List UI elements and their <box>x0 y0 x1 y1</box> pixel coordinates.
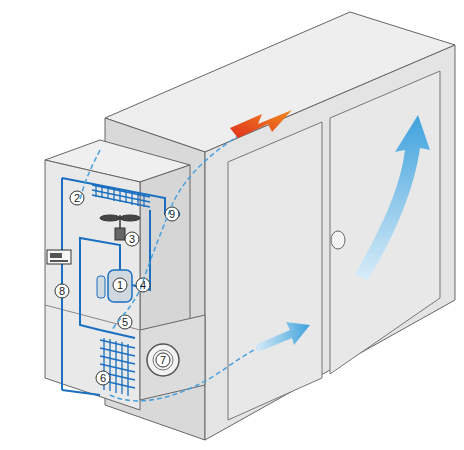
evaporator-coil <box>100 338 135 396</box>
cool-air-arrow <box>255 322 310 352</box>
condenser-coil <box>92 184 150 207</box>
callout-number: 8 <box>54 283 70 299</box>
refrigerant-circuit <box>62 178 165 395</box>
fan-housing <box>140 315 205 400</box>
controller <box>47 250 71 264</box>
callout-number: 9 <box>164 206 180 222</box>
callout-number: 2 <box>69 190 85 206</box>
door-left <box>228 122 322 420</box>
callout-number: 1 <box>112 277 128 293</box>
warm-air-arrow <box>230 110 292 138</box>
callout-number: 3 <box>124 231 140 247</box>
unit-side <box>140 165 190 345</box>
callout-number: 5 <box>117 314 133 330</box>
callout-circles <box>55 191 179 385</box>
fan-hub <box>153 350 173 370</box>
callout-number: 6 <box>95 370 111 386</box>
callout-number: 4 <box>135 277 151 293</box>
cool-air-arrow-up <box>355 115 430 280</box>
divider <box>45 305 140 330</box>
airflow-paths <box>80 135 300 401</box>
door-knob <box>331 231 345 249</box>
door-right <box>330 71 440 374</box>
compressor <box>97 270 132 302</box>
cabinet-front <box>205 45 455 440</box>
callout-number: 7 <box>155 352 171 368</box>
fan <box>147 344 179 376</box>
